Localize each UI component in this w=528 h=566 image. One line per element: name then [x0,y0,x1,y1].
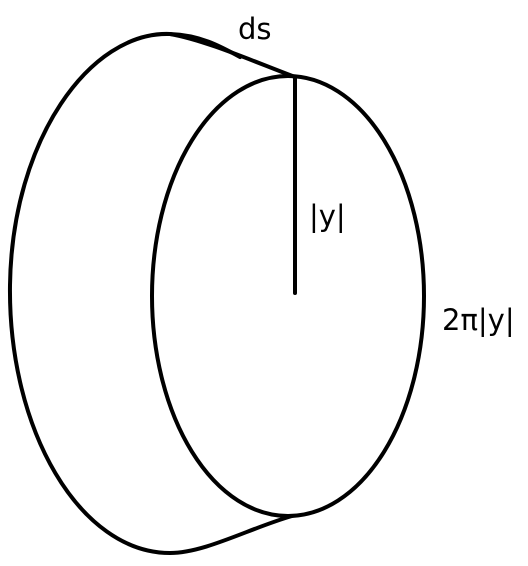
ds-slant-segment [168,32,297,79]
ds-label: ds [238,12,272,46]
circumference-label: 2π|y| [442,303,515,337]
front-ellipse [150,74,426,518]
radius-label: |y| [309,199,346,233]
